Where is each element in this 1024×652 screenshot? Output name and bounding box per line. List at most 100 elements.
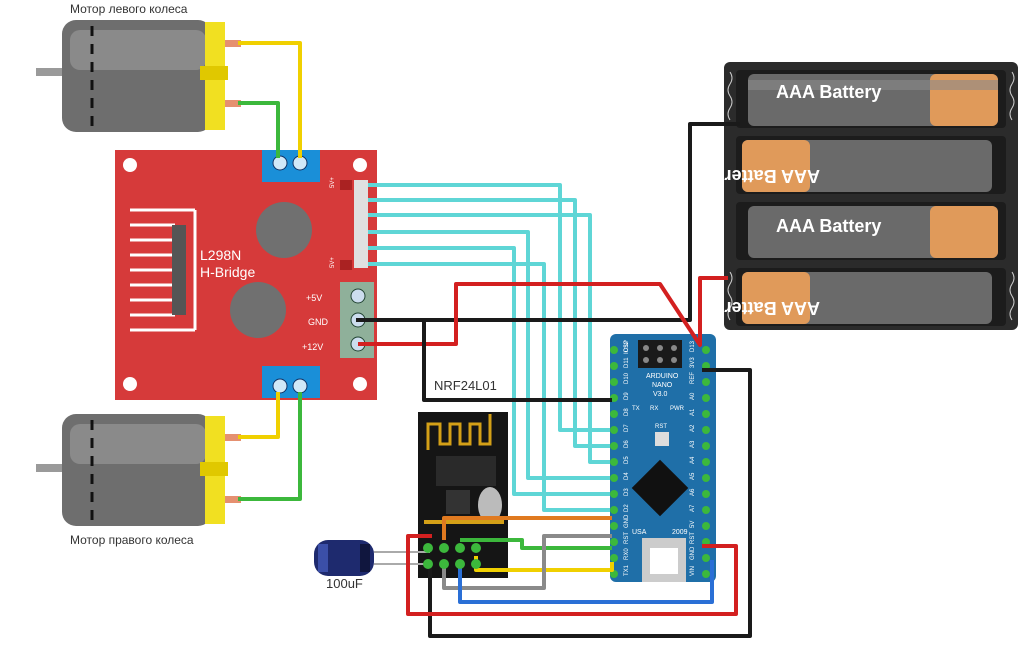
wire-ena [368,183,610,432]
arduino-pin-label: 3V3 [690,357,696,368]
arduino-pin-label: D11 [624,357,630,368]
wire-in1 [368,198,610,448]
arduino-tx: TX [632,406,640,412]
arduino-pin [610,378,618,386]
arduino-pin [702,458,710,466]
battery-cell-3-label: AAA Battery [776,216,881,236]
arduino-version: V3.0 [653,391,668,398]
arduino-usa: USA [632,529,647,536]
arduino-pin-label: 5V [690,521,696,528]
arduino-pin [610,474,618,482]
arduino-pin-label: A7 [690,504,696,512]
wire-battery-negative [356,122,740,322]
driver-pin-5v-top: 5V+ [330,177,336,188]
battery-cell-4-label: AAA Battery [715,298,820,318]
driver-pin-5v-bottom: 5V+ [330,257,336,268]
arduino-pin-label: GND [690,546,696,560]
arduino-pin-label: RST [690,532,696,544]
arduino-icsp: ICSP [624,340,630,354]
nrf-pin-header [423,543,481,569]
battery-cell-1-label: AAA Battery [776,82,881,102]
arduino-pwr: PWR [670,406,685,412]
l298n-driver-board [115,150,377,400]
driver-title-l298n: L298N [200,247,241,263]
arduino-pin [610,554,618,562]
nrf-label: NRF24L01 [434,378,497,393]
arduino-pin-label: D8 [624,408,630,416]
arduino-pin [610,426,618,434]
arduino-pin-label: TX1 [624,564,630,576]
wire-right-motor-yellow [238,392,280,439]
battery-cell-2-label: AAA Battery [715,166,820,186]
driver-title-hbridge: H-Bridge [200,264,255,280]
wire-in4 [368,246,610,496]
left-motor [36,20,241,132]
wire-nrf-orange [442,516,612,540]
arduino-pin [702,506,710,514]
arduino-pin [702,522,710,530]
wire-left-motor-yellow [238,41,302,158]
arduino-pin-label: A1 [690,408,696,416]
arduino-pin [702,426,710,434]
arduino-pin [702,346,710,354]
arduino-pin-label: D12 [624,340,630,352]
arduino-rx: RX [650,406,658,412]
arduino-year: 2009 [672,529,688,536]
arduino-rst-button-label: RST [655,424,667,430]
arduino-pin-label: D3 [624,488,630,496]
wire-in2 [368,213,610,464]
wire-nano-3v3 [406,534,738,616]
wire-enb [368,262,610,512]
arduino-pin [610,458,618,466]
arduino-pin-label: D6 [624,440,630,448]
wire-right-motor-green [238,392,302,501]
arduino-brand: ARDUINO [646,373,679,380]
arduino-pin [610,506,618,514]
arduino-pin [702,378,710,386]
arduino-pin-label: D2 [624,504,630,512]
arduino-pin [610,442,618,450]
driver-pin-5v: +5V [306,293,322,303]
wire-left-motor-green [238,101,280,158]
arduino-pin [702,490,710,498]
arduino-pin [702,394,710,402]
arduino-pin [610,346,618,354]
wire-battery-positive [358,276,728,347]
arduino-pin [702,570,710,578]
wire-nrf-blue [458,560,714,604]
arduino-pin-label: RX0 [624,548,630,560]
arduino-pin-label: VIN [690,566,696,576]
arduino-model: NANO [652,382,673,389]
arduino-pin [610,362,618,370]
right-motor [36,414,241,526]
arduino-pin-label: A6 [690,488,696,496]
arduino-pin-label: RST [624,532,630,544]
nrf24l01-module [418,412,508,578]
arduino-pin-label: A5 [690,472,696,480]
arduino-pin-label: D10 [624,372,630,384]
arduino-nano-board [610,334,716,582]
wire-nrf-gray [442,534,612,590]
arduino-pin-label: D5 [624,456,630,464]
arduino-pin-label: GND [624,514,630,528]
arduino-pin-label: D9 [624,392,630,400]
right-motor-label: Мотор правого колеса [70,533,194,547]
arduino-pin [610,490,618,498]
arduino-pin-label: A0 [690,392,696,400]
driver-pin-gnd: GND [308,317,329,327]
capacitor-label: 100uF [326,576,363,591]
driver-pin-12v: +12V [302,342,323,352]
arduino-pin-label: D4 [624,472,630,480]
arduino-pin-label: A2 [690,424,696,432]
wire-nrf-green [460,538,612,550]
wire-gnd-nano [422,320,612,402]
arduino-pin-label: REF [690,372,696,384]
capacitor-icon [314,540,430,576]
arduino-pin-label: A3 [690,440,696,448]
wire-nano-gnd-right [428,368,752,638]
arduino-pin [702,410,710,418]
wire-in3 [368,230,610,480]
arduino-pin [610,538,618,546]
